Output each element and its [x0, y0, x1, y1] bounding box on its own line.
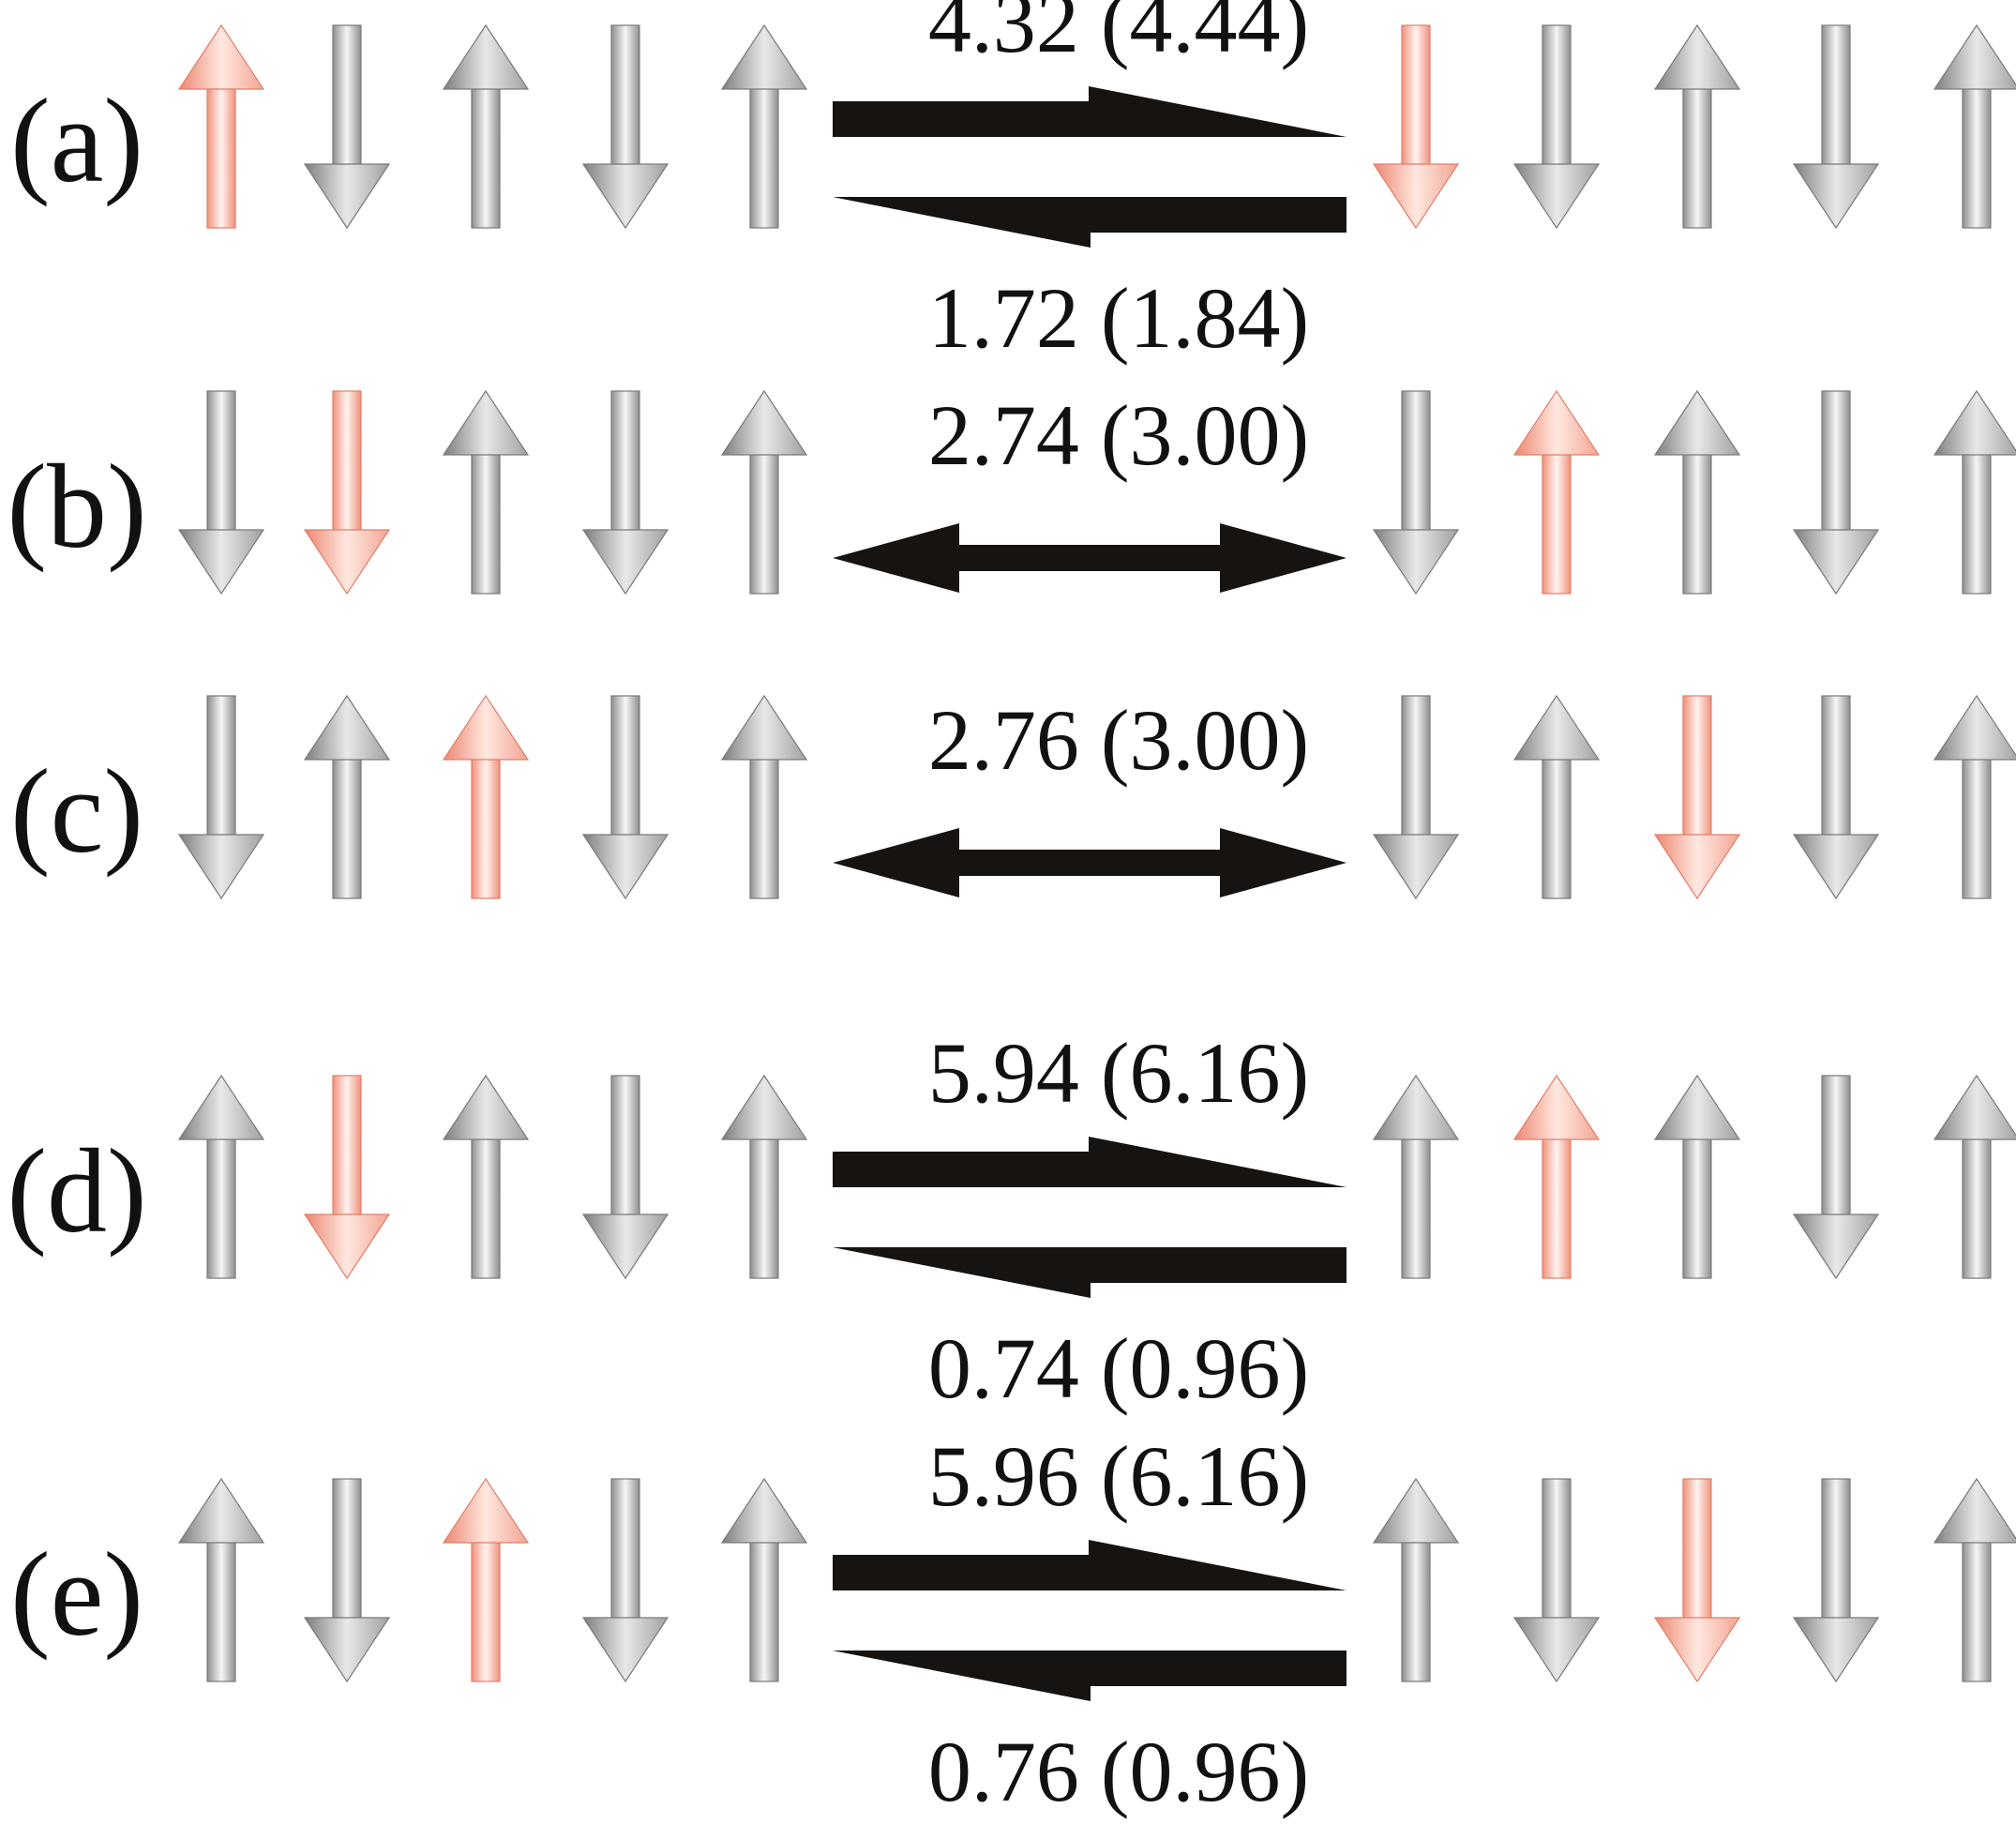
highlighted-spin-up-arrow-icon: [442, 1477, 530, 1682]
backward-transition-arrow-icon: [833, 1247, 1347, 1298]
spin-up-arrow-icon: [720, 23, 808, 229]
row-e: (e) 5.96 (6.16) 0.76 (0.96): [10, 1428, 2016, 1819]
spin-down-arrow-icon: [1372, 695, 1460, 900]
spin-up-arrow-icon: [1512, 694, 1601, 899]
spin-up-arrow-icon: [720, 1477, 808, 1682]
spin-up-arrow-icon: [1933, 389, 2016, 595]
spin-down-arrow-icon: [1512, 24, 1601, 230]
spin-down-arrow-icon: [1792, 390, 1880, 595]
backward-transition-arrow-icon: [833, 1651, 1347, 1701]
spin-down-arrow-icon: [1792, 24, 1880, 230]
spin-up-arrow-icon: [442, 389, 530, 595]
row-c: (c) 2.76 (3.00): [10, 692, 2016, 900]
spin-down-arrow-icon: [581, 1075, 669, 1280]
spin-up-arrow-icon: [720, 389, 808, 595]
highlighted-spin-up-arrow-icon: [1512, 389, 1601, 595]
highlighted-spin-down-arrow-icon: [303, 390, 391, 595]
highlighted-spin-down-arrow-icon: [303, 1075, 391, 1280]
rows: (a)4.32 (4.44)1.72 (1.84)(b)2.74 (3.00)(…: [7, 0, 2016, 1819]
spin-down-arrow-icon: [303, 24, 391, 230]
forward-rate-text: 5.94 (6.16): [928, 1025, 1309, 1121]
row-label: (a): [10, 74, 143, 207]
backward-transition-arrow-icon: [833, 197, 1347, 248]
spin-up-arrow-icon: [1933, 694, 2016, 899]
forward-transition-arrow-icon: [833, 1540, 1347, 1590]
spin-down-arrow-icon: [303, 1478, 391, 1683]
spin-up-arrow-icon: [1372, 1477, 1460, 1682]
forward-transition-arrow-icon: [833, 1137, 1347, 1187]
double-headed-transition-arrow-icon: [833, 523, 1347, 593]
spin-down-arrow-icon: [1372, 390, 1460, 595]
row-label: (e): [10, 1528, 143, 1661]
spin-up-arrow-icon: [720, 694, 808, 899]
spin-down-arrow-icon: [1792, 1075, 1880, 1280]
spin-down-arrow-icon: [581, 1478, 669, 1683]
double-headed-transition-arrow-icon: [833, 828, 1347, 897]
spin-up-arrow-icon: [1372, 1074, 1460, 1279]
spin-down-arrow-icon: [1512, 1478, 1601, 1683]
spin-down-arrow-icon: [177, 390, 265, 595]
row-label: (b): [7, 440, 146, 573]
spin-up-arrow-icon: [442, 23, 530, 229]
backward-rate-text: 0.74 (0.96): [928, 1320, 1309, 1416]
transition-rate-text: 2.74 (3.00): [928, 387, 1309, 483]
spin-up-arrow-icon: [177, 1074, 265, 1279]
spin-up-arrow-icon: [1653, 389, 1741, 595]
spin-up-arrow-icon: [1933, 23, 2016, 229]
spin-down-arrow-icon: [1792, 695, 1880, 900]
row-d: (d) 5.94 (6.16) 0.74 (0.96): [7, 1025, 2016, 1416]
spin-down-arrow-icon: [1792, 1478, 1880, 1683]
highlighted-spin-down-arrow-icon: [1372, 24, 1460, 230]
spin-down-arrow-icon: [581, 24, 669, 230]
highlighted-spin-up-arrow-icon: [1512, 1074, 1601, 1279]
row-b: (b) 2.74 (3.00): [7, 387, 2016, 595]
spin-up-arrow-icon: [442, 1074, 530, 1279]
spin-up-arrow-icon: [1933, 1074, 2016, 1279]
spin-down-arrow-icon: [177, 695, 265, 900]
backward-rate-text: 0.76 (0.96): [928, 1724, 1309, 1819]
highlighted-spin-down-arrow-icon: [1653, 1478, 1741, 1683]
row-label: (c): [10, 745, 143, 878]
highlighted-spin-down-arrow-icon: [1653, 695, 1741, 900]
spin-up-arrow-icon: [303, 694, 391, 899]
forward-rate-text: 5.96 (6.16): [928, 1428, 1309, 1524]
spin-down-arrow-icon: [581, 390, 669, 595]
forward-transition-arrow-icon: [833, 86, 1347, 137]
forward-rate-text: 4.32 (4.44): [928, 0, 1309, 70]
transition-rate-text: 2.76 (3.00): [928, 692, 1309, 788]
row-a: (a) 4.32 (4.44) 1.72 (1.84): [10, 0, 2016, 366]
row-label: (d): [7, 1124, 146, 1258]
spin-up-arrow-icon: [720, 1074, 808, 1279]
spin-up-arrow-icon: [1653, 23, 1741, 229]
spin-up-arrow-icon: [1653, 1074, 1741, 1279]
backward-rate-text: 1.72 (1.84): [928, 270, 1309, 366]
highlighted-spin-up-arrow-icon: [177, 23, 265, 229]
spin-up-arrow-icon: [1933, 1477, 2016, 1682]
spin-down-arrow-icon: [581, 695, 669, 900]
highlighted-spin-up-arrow-icon: [442, 694, 530, 899]
spin-up-arrow-icon: [177, 1477, 265, 1682]
